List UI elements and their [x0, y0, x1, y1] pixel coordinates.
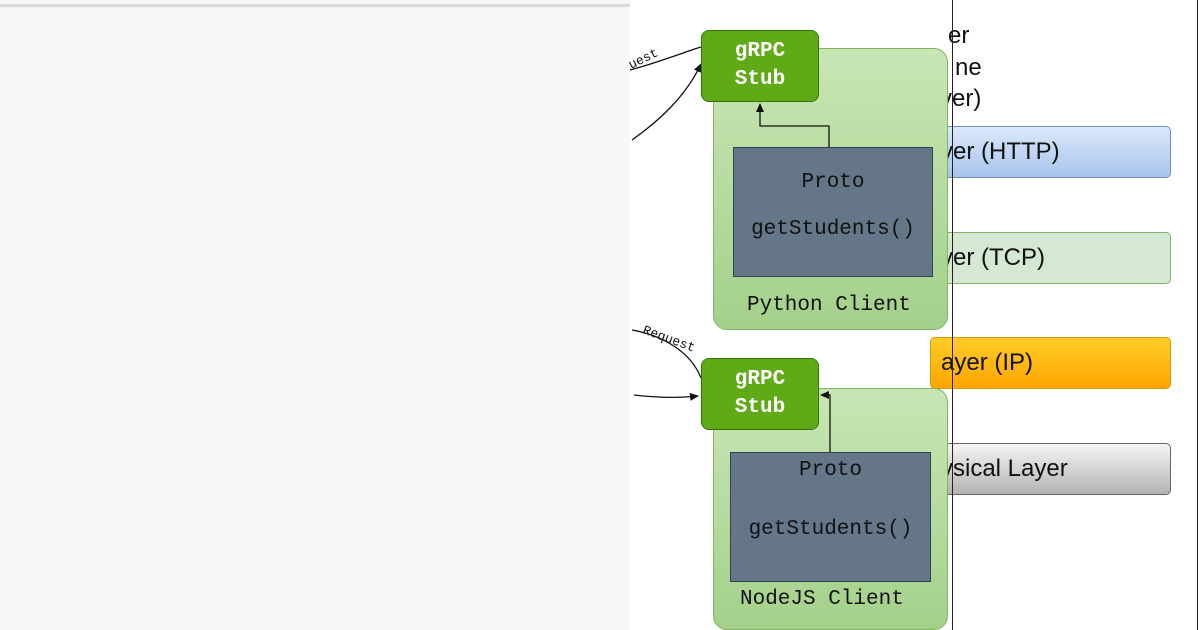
- nodejs-client-label: NodeJS Client: [740, 588, 904, 611]
- python-stub-line-1: gRPC: [734, 40, 786, 63]
- python-proto-title: Proto: [801, 171, 865, 194]
- network-layer-box: ayer (IP): [930, 337, 1171, 389]
- layer-header-line-2: ne: [955, 54, 982, 81]
- python-proto-method: getStudents(): [751, 218, 915, 241]
- blank-left-pane: [0, 4, 630, 7]
- python-proto-box: Proto getStudents(): [733, 147, 933, 277]
- python-stub-line-2: Stub: [734, 68, 786, 91]
- transport-layer-box: yer (TCP): [930, 232, 1171, 284]
- network-layer-label: ayer (IP): [941, 349, 1034, 376]
- python-grpc-stub: gRPC Stub: [701, 30, 819, 102]
- layer-header-line-1: er: [948, 22, 970, 49]
- nodejs-grpc-stub: gRPC Stub: [701, 358, 819, 430]
- physical-layer-box: ysical Layer: [930, 443, 1171, 495]
- application-layer-box: yer (HTTP): [930, 126, 1171, 178]
- transport-layer-label: yer (TCP): [941, 244, 1045, 271]
- nodejs-proto-title: Proto: [798, 459, 862, 482]
- python-client-label: Python Client: [747, 294, 911, 317]
- nodejs-proto-box: Proto getStudents(): [730, 452, 931, 582]
- physical-layer-label: ysical Layer: [941, 455, 1068, 482]
- layer-panel-right-border: [1197, 0, 1198, 630]
- nodejs-proto-method: getStudents(): [748, 518, 913, 541]
- top-divider: [0, 4, 630, 7]
- nodejs-stub-line-2: Stub: [734, 396, 786, 419]
- application-layer-label: yer (HTTP): [941, 138, 1060, 165]
- nodejs-stub-line-1: gRPC: [734, 368, 786, 391]
- layer-panel-left-border: [952, 0, 953, 630]
